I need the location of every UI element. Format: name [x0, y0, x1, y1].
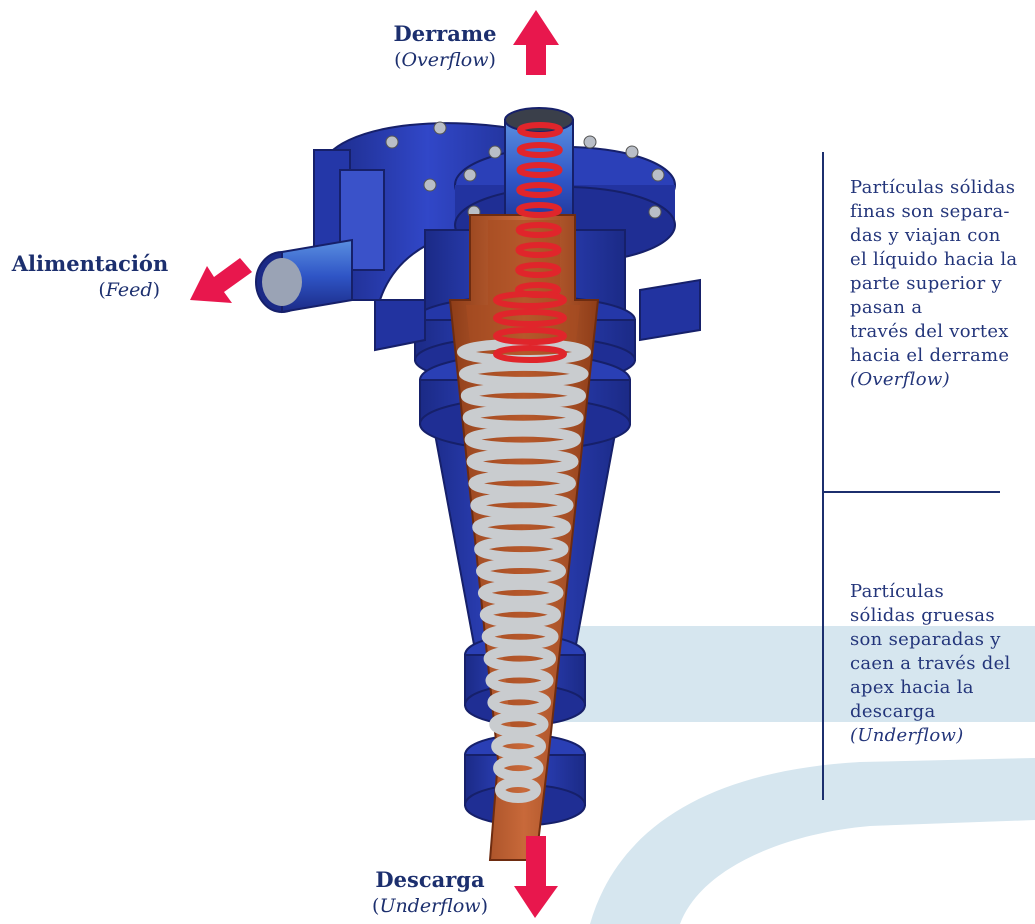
- note-fine-particles: Partículas sólidas finas son separa- das…: [850, 152, 1035, 416]
- note-coarse-text: Partículas sólidas gruesas son separadas…: [850, 581, 1011, 722]
- underflow-label: Descarga (Underflow): [355, 866, 505, 920]
- underflow-label-english: (Underflow): [355, 894, 505, 920]
- underflow-label-name: Descarga: [355, 866, 505, 894]
- note-fine-text: Partículas sólidas finas son separa- das…: [850, 177, 1017, 366]
- note-fine-english: (Overflow): [850, 368, 1035, 392]
- feed-arrow: [190, 258, 252, 303]
- overflow-label-english: (Overflow): [380, 48, 510, 74]
- note-coarse-particles: Partículas sólidas gruesas son separadas…: [850, 556, 1035, 772]
- note-coarse-english: (Underflow): [850, 724, 1035, 748]
- overflow-label-name: Derrame: [380, 20, 510, 48]
- overflow-arrow: [513, 10, 559, 75]
- feed-label-english: (Feed): [0, 278, 180, 304]
- feed-label: Alimentación (Feed): [0, 250, 180, 304]
- overflow-label: Derrame (Overflow): [380, 20, 510, 74]
- notes-divider-vertical: [822, 152, 824, 800]
- notes-divider-horizontal: [822, 491, 1000, 493]
- feed-label-name: Alimentación: [0, 250, 180, 278]
